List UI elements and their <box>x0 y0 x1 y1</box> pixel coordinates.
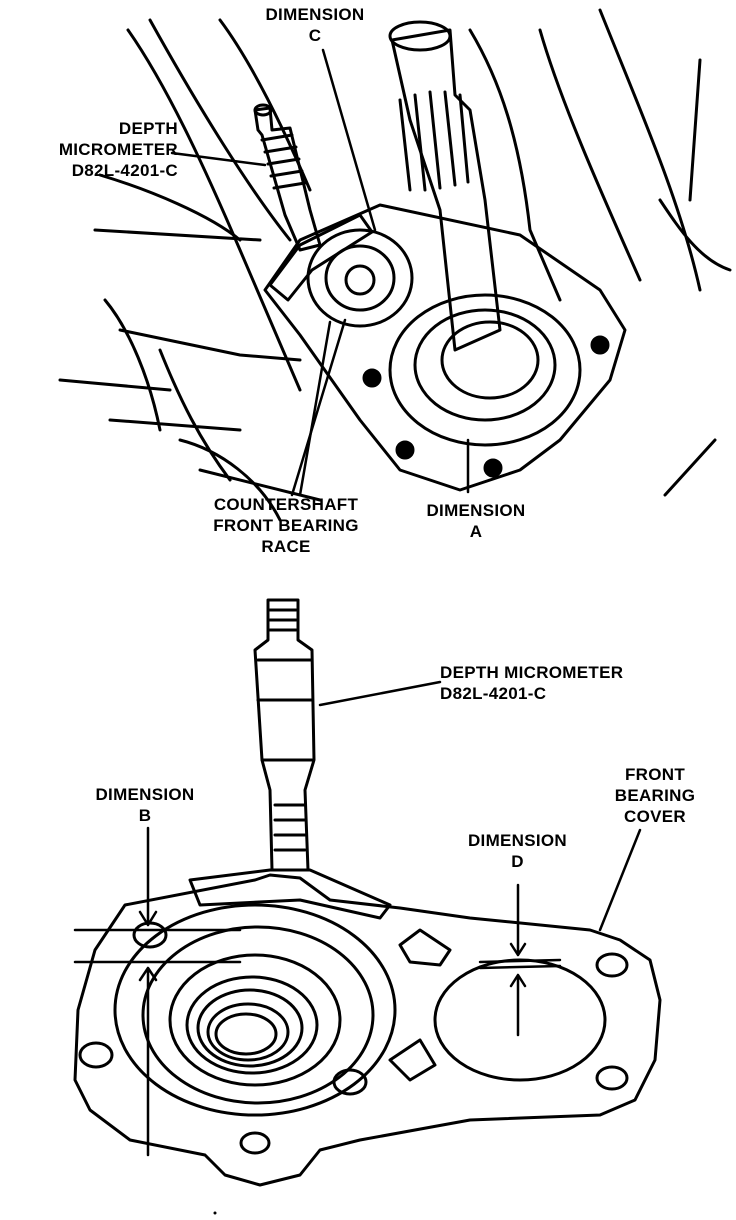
label-line: BEARING <box>614 786 696 805</box>
label-dimension-d: DIMENSION D <box>445 830 590 872</box>
top-illustration <box>58 8 732 522</box>
label-line: DEPTH <box>118 119 178 138</box>
leader-top-micrometer <box>170 151 267 167</box>
bearing-plate <box>263 203 627 492</box>
label-line: D82L-4201-C <box>440 684 547 703</box>
leader-bottom-micrometer <box>318 680 442 707</box>
main-bore <box>388 293 582 447</box>
bolt-hole <box>362 368 382 388</box>
cover-slot <box>388 1038 437 1082</box>
label-line: D82L-4201-C <box>71 161 178 180</box>
dim-d-line-1 <box>478 958 562 964</box>
label-top-depth-micrometer: DEPTH MICROMETER D82L-4201-C <box>18 118 178 181</box>
bolt-hole <box>590 335 610 355</box>
label-line: C <box>308 26 322 45</box>
dim-d-line-2 <box>478 964 562 970</box>
cover-bore-ring <box>196 988 304 1068</box>
leader-race-1 <box>290 318 347 497</box>
edge-slash <box>663 438 717 497</box>
label-line: COVER <box>624 807 686 826</box>
dim-d-arrow <box>509 883 527 957</box>
label-line: FRONT <box>624 765 686 784</box>
leader-front-cover <box>598 828 642 932</box>
cover-bore-ring <box>168 953 342 1087</box>
top-depth-micrometer <box>253 106 322 252</box>
label-line: MICROMETER <box>58 140 178 159</box>
label-line: DIMENSION <box>467 831 568 850</box>
cover-bore-ring <box>185 975 319 1075</box>
bolt-hole <box>395 440 415 460</box>
leader-dim-c <box>321 48 377 232</box>
race-center <box>344 264 376 296</box>
label-line: A <box>469 522 483 541</box>
case-outline <box>126 8 732 392</box>
top-micrometer-cap <box>253 103 273 117</box>
dim-b-arrow-up <box>138 966 158 1157</box>
label-dimension-a: DIMENSION A <box>406 500 546 542</box>
input-shaft <box>390 28 502 352</box>
bottom-depth-micrometer <box>253 598 316 872</box>
countershaft-bearing-race <box>306 228 414 328</box>
dim-d-arrow-up <box>509 973 527 1037</box>
stray-dot <box>213 1211 217 1215</box>
cover-bore <box>113 903 397 1117</box>
bottom-dimension-lines <box>73 680 642 1157</box>
cover-bolt-hole <box>78 1041 114 1069</box>
label-line: COUNTERSHAFT <box>213 495 359 514</box>
bottom-micrometer-body <box>256 658 314 762</box>
label-line: FRONT BEARING <box>213 516 359 535</box>
label-line: DIMENSION <box>265 5 365 24</box>
main-bore-seal <box>440 320 540 400</box>
bottom-micrometer-thread <box>268 608 307 852</box>
race-inner <box>324 244 396 312</box>
label-bottom-depth-micrometer: DEPTH MICROMETER D82L-4201-C <box>440 662 680 704</box>
shaft-splines <box>398 90 470 192</box>
top-micrometer-base <box>268 213 374 302</box>
cover-bore-ring <box>214 1012 278 1056</box>
label-line: D <box>511 852 524 871</box>
cover-slot <box>398 928 452 967</box>
cover-bore-ring <box>206 1002 290 1062</box>
dim-b-arrow <box>138 826 158 927</box>
label-countershaft-race: COUNTERSHAFT FRONT BEARING RACE <box>186 494 386 557</box>
label-line: B <box>138 806 152 825</box>
cover-bolt-hole <box>239 1131 271 1155</box>
bottom-illustration <box>73 598 662 1187</box>
cover-bore-ring <box>141 925 375 1105</box>
case-left-rib <box>58 173 322 522</box>
top-leaders <box>170 48 470 497</box>
front-bearing-cover <box>73 873 662 1187</box>
label-dimension-c: DIMENSION C <box>250 4 380 46</box>
cover-bolt-hole <box>332 1068 368 1096</box>
bolt-hole <box>483 458 503 478</box>
top-micrometer-knurl <box>260 133 307 190</box>
cover-bolt-hole <box>595 952 629 978</box>
label-dimension-b: DIMENSION B <box>70 784 220 826</box>
label-line: DIMENSION <box>426 501 526 520</box>
cover-bolt-hole <box>132 921 168 949</box>
main-bore-inner <box>413 308 557 422</box>
label-line: DIMENSION <box>95 785 195 804</box>
label-line: DEPTH MICROMETER <box>440 663 624 682</box>
shaft-tip <box>388 20 452 52</box>
label-front-bearing-cover: FRONT BEARING COVER <box>600 764 710 827</box>
leader-race-2 <box>298 320 332 497</box>
label-line: RACE <box>261 537 311 556</box>
cover-bolt-hole <box>595 1065 629 1091</box>
